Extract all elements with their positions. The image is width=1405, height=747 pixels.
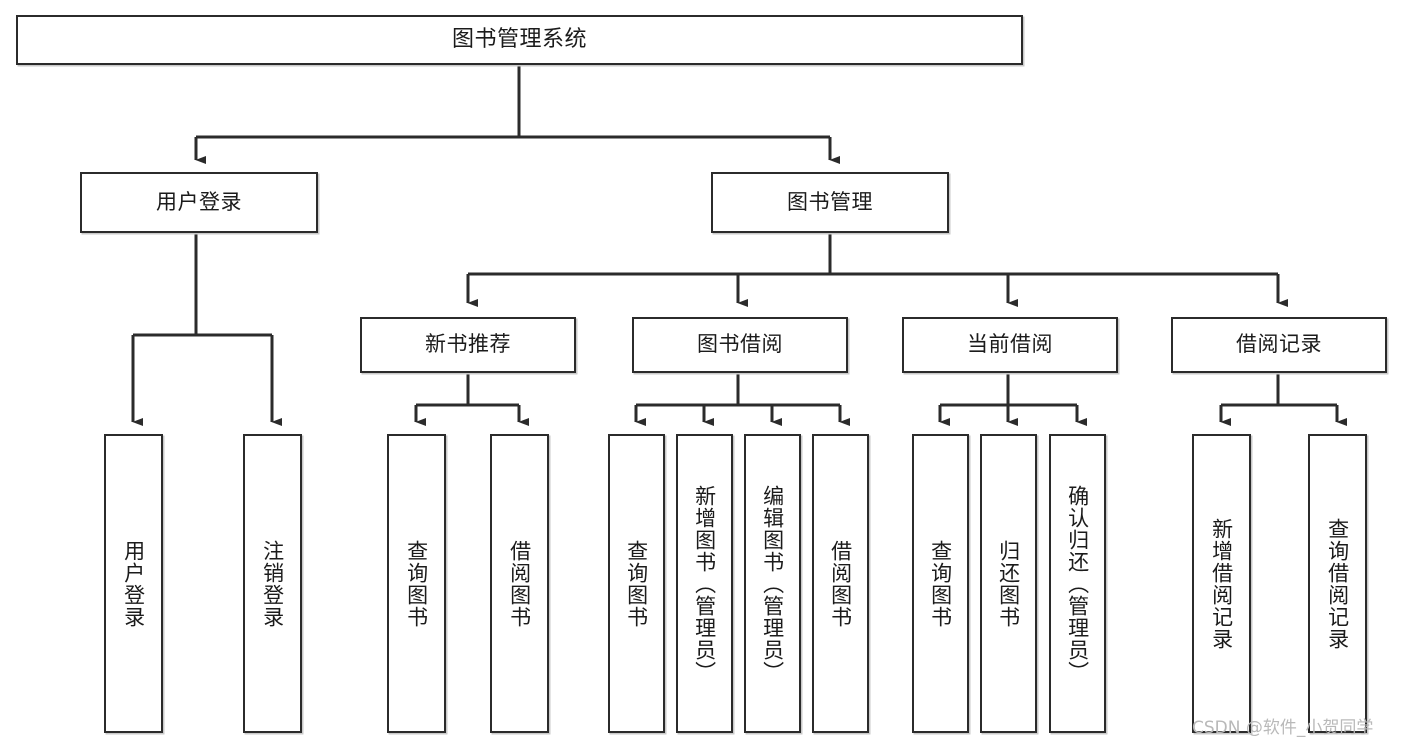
node-borrow-record[interactable]: 借阅记录 — [1171, 317, 1387, 373]
leaf-borrow-record-add-label: 新增借阅记录 — [1209, 517, 1234, 650]
leaf-user-login-signin[interactable]: 用户登录 — [104, 434, 163, 733]
leaf-borrow-record-query[interactable]: 查询借阅记录 — [1308, 434, 1367, 733]
leaf-user-login-signout[interactable]: 注销登录 — [243, 434, 302, 733]
csdn-watermark: CSDN @软件_小贺同学 — [1192, 718, 1374, 738]
leaf-current-borrow-confirm[interactable]: 确认归还（管理员） — [1049, 434, 1106, 733]
leaf-book-borrow-query[interactable]: 查询图书 — [608, 434, 665, 733]
leaf-book-borrow-lend-label: 借阅图书 — [828, 539, 853, 628]
node-root-system-label: 图书管理系统 — [451, 26, 587, 52]
leaf-book-borrow-query-label: 查询图书 — [624, 539, 649, 628]
leaf-current-borrow-return[interactable]: 归还图书 — [980, 434, 1037, 733]
node-new-book-recommend[interactable]: 新书推荐 — [360, 317, 576, 373]
leaf-user-login-signout-label: 注销登录 — [260, 539, 285, 628]
node-user-login[interactable]: 用户登录 — [80, 172, 318, 233]
leaf-book-borrow-edit-label: 编辑图书（管理员） — [760, 484, 785, 683]
leaf-new-book-query[interactable]: 查询图书 — [387, 434, 446, 733]
leaf-current-borrow-return-label: 归还图书 — [996, 539, 1021, 628]
leaf-book-borrow-edit[interactable]: 编辑图书（管理员） — [744, 434, 801, 733]
leaf-borrow-record-add[interactable]: 新增借阅记录 — [1192, 434, 1251, 733]
node-book-management-label: 图书管理 — [787, 189, 873, 214]
node-book-borrow-label: 图书借阅 — [697, 332, 783, 357]
leaf-book-borrow-lend[interactable]: 借阅图书 — [812, 434, 869, 733]
leaf-new-book-borrow-label: 借阅图书 — [507, 539, 532, 628]
leaf-book-borrow-add-label: 新增图书（管理员） — [692, 484, 717, 683]
node-book-borrow[interactable]: 图书借阅 — [632, 317, 848, 373]
leaf-current-borrow-query[interactable]: 查询图书 — [912, 434, 969, 733]
leaf-user-login-signin-label: 用户登录 — [121, 539, 146, 628]
leaf-borrow-record-query-label: 查询借阅记录 — [1325, 517, 1350, 650]
node-new-book-recommend-label: 新书推荐 — [425, 332, 511, 357]
leaf-book-borrow-add[interactable]: 新增图书（管理员） — [676, 434, 733, 733]
node-root-system[interactable]: 图书管理系统 — [16, 15, 1023, 65]
leaf-current-borrow-confirm-label: 确认归还（管理员） — [1065, 484, 1090, 683]
node-book-management[interactable]: 图书管理 — [711, 172, 949, 233]
leaf-new-book-query-label: 查询图书 — [404, 539, 429, 628]
node-borrow-record-label: 借阅记录 — [1236, 332, 1322, 357]
node-current-borrow-label: 当前借阅 — [967, 332, 1053, 357]
leaf-current-borrow-query-label: 查询图书 — [928, 539, 953, 628]
node-current-borrow[interactable]: 当前借阅 — [902, 317, 1118, 373]
leaf-new-book-borrow[interactable]: 借阅图书 — [490, 434, 549, 733]
node-user-login-label: 用户登录 — [156, 189, 242, 214]
